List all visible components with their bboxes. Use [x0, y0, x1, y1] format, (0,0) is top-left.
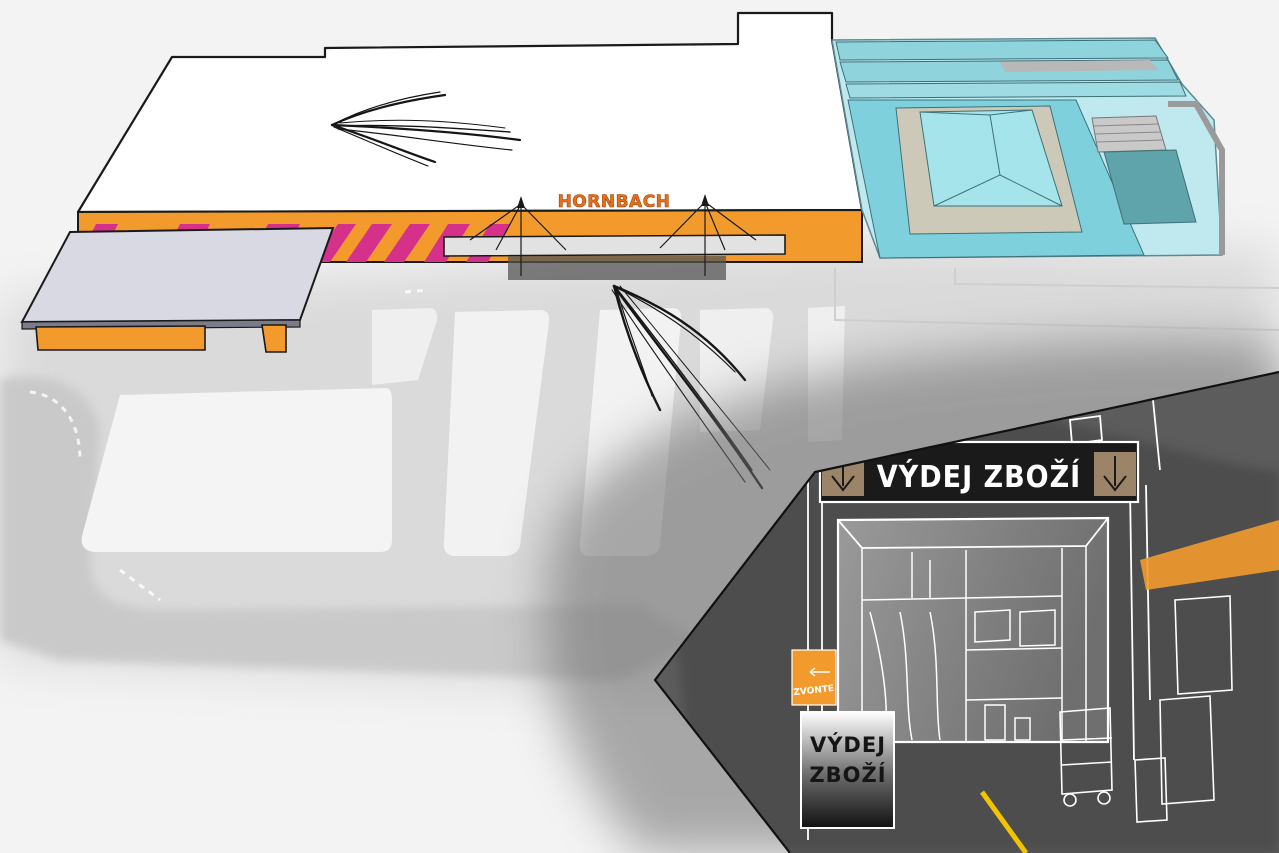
canopy-masts	[469, 196, 757, 276]
pickup-detail-inset: ZVONTE VÝDEJ ZBOŽÍ VÝDEJ ZBOŽÍ	[544, 338, 1279, 853]
brand-sign: HORNBACH	[558, 192, 671, 212]
orange-wall-accent	[1140, 520, 1279, 590]
arrow-down-icon	[1103, 456, 1127, 492]
entrance-canopy	[443, 234, 786, 257]
standing-sign-line-1: VÝDEJ	[810, 732, 886, 757]
inset-frame	[653, 370, 1279, 853]
pickup-standing-sign	[800, 711, 895, 829]
bell-label: ZVONTE	[793, 684, 835, 698]
loading-bay-opening	[836, 516, 1110, 744]
garden-center-block	[35, 325, 206, 351]
side-canopy	[20, 226, 335, 324]
drive-in-annex	[831, 37, 1225, 259]
pickup-banner-text: VÝDEJ ZBOŽÍ	[877, 458, 1081, 495]
store-roof	[76, 11, 864, 214]
floor-marking	[979, 790, 1029, 853]
standing-sign-line-2: ZBOŽÍ	[809, 762, 886, 787]
route-arrow-roof	[330, 91, 522, 167]
store-building: HORNBACH	[20, 11, 864, 353]
bell-sign	[791, 649, 837, 706]
entrance-shadow	[508, 256, 726, 280]
arrow-left-icon	[809, 667, 830, 677]
